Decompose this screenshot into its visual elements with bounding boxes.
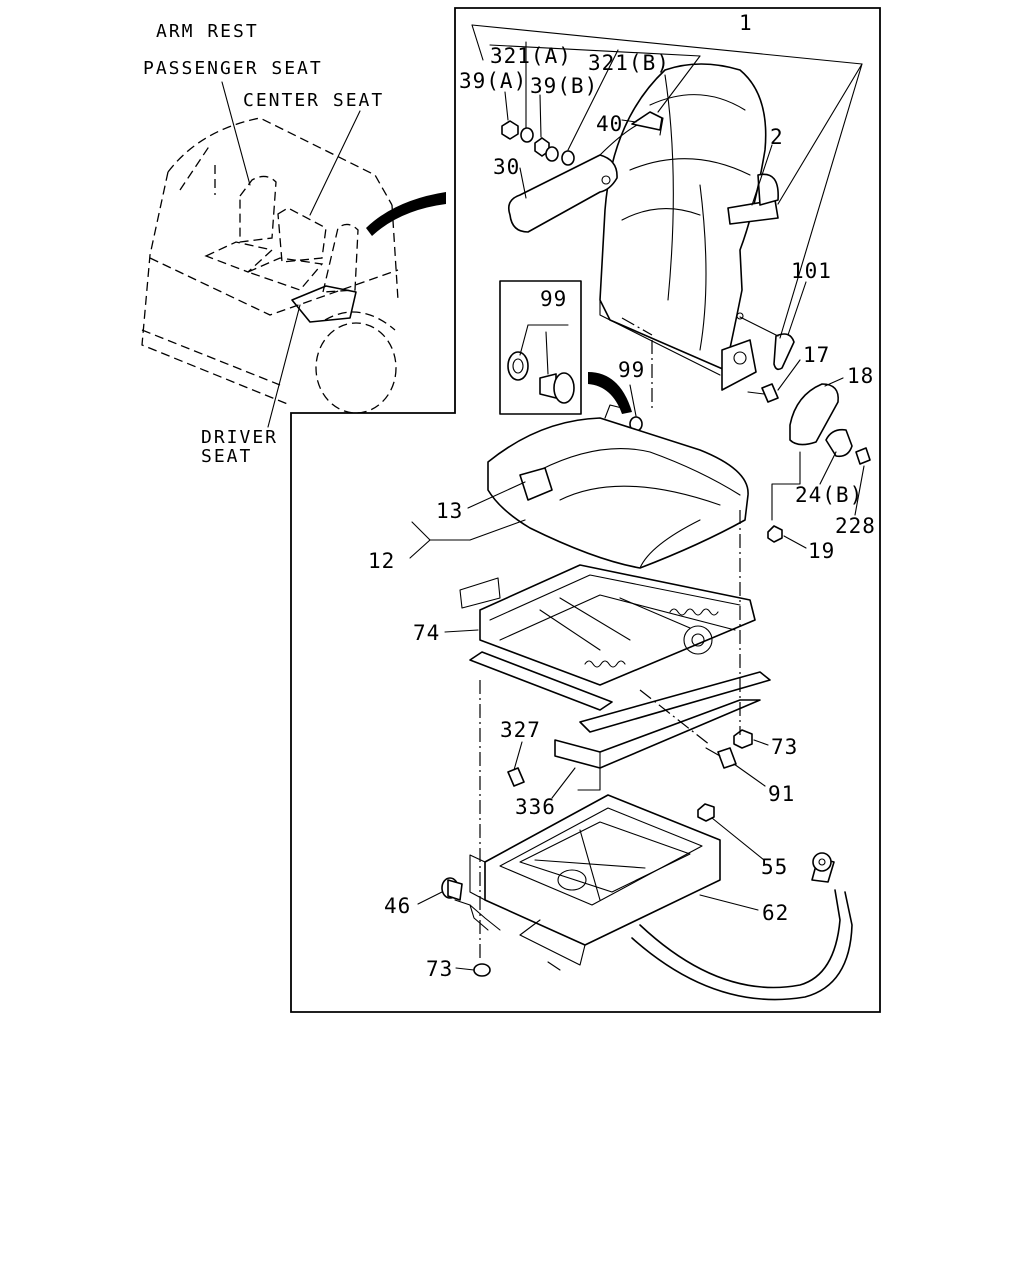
callout-228: 228	[835, 514, 876, 538]
part-19-nut	[767, 525, 783, 543]
part-24b-cap	[825, 428, 853, 458]
cab-overview-illustration	[141, 81, 446, 428]
callout-99-detail: 99	[540, 287, 567, 311]
ground-wire	[631, 852, 853, 1001]
part-2-strap	[727, 173, 779, 225]
part-13-strap	[519, 467, 553, 501]
part-228-screw	[855, 447, 871, 465]
callout-39a: 39(A)	[459, 69, 527, 93]
callout-17: 17	[803, 343, 830, 367]
diagram-frame	[290, 7, 881, 1013]
leader-lines	[409, 24, 865, 971]
fastener-stack	[501, 120, 575, 166]
callout-91: 91	[768, 782, 795, 806]
callout-327: 327	[500, 718, 541, 742]
callout-336: 336	[515, 795, 556, 819]
detail-pointer-arrow	[588, 372, 632, 414]
callout-18: 18	[847, 364, 874, 388]
callout-12: 12	[368, 549, 395, 573]
callout-46: 46	[384, 894, 411, 918]
detail-box-99	[499, 280, 582, 415]
part-99-clip-detail	[507, 324, 575, 404]
caption-driver-seat-line2: SEAT	[201, 446, 252, 467]
part-73-nut-upper	[733, 729, 753, 749]
part-101-lever	[773, 333, 795, 371]
part-18-cover	[789, 383, 839, 446]
callout-13: 13	[436, 499, 463, 523]
caption-driver-seat-line1: DRIVER	[201, 427, 278, 448]
alignment-lines	[454, 317, 741, 960]
callout-62: 62	[762, 901, 789, 925]
caption-center-seat: CENTER SEAT	[243, 90, 384, 111]
part-40-bracket	[631, 111, 663, 131]
seat-cushion	[487, 404, 749, 569]
passenger-seat-sketch	[204, 175, 277, 273]
callout-55: 55	[761, 855, 788, 879]
seat-backrest	[599, 63, 767, 391]
part-327-bolt	[507, 767, 525, 787]
callout-19: 19	[808, 539, 835, 563]
part-55-nut	[697, 803, 715, 822]
callout-321b: 321(B)	[588, 51, 670, 75]
callout-101: 101	[791, 259, 832, 283]
callout-39b: 39(B)	[530, 74, 598, 98]
pointer-arrow-to-driver-seat	[366, 192, 446, 236]
callout-73-upper: 73	[771, 735, 798, 759]
part-91-bolt	[705, 747, 737, 769]
callout-30: 30	[493, 155, 520, 179]
part-74-seat-frame	[459, 564, 771, 733]
caption-arm-rest: ARM REST	[156, 21, 259, 42]
part-73-nut-lower	[473, 963, 491, 977]
callout-73-lower: 73	[426, 957, 453, 981]
part-17-bolt	[747, 383, 779, 403]
callout-2: 2	[770, 125, 784, 149]
callout-40: 40	[596, 112, 623, 136]
callout-321a: 321(A)	[490, 44, 572, 68]
driver-seat-sketch	[291, 223, 359, 323]
callout-99: 99	[618, 358, 645, 382]
part-62-seat-base	[469, 794, 721, 971]
callout-1: 1	[739, 11, 753, 35]
center-seat-sketch	[246, 207, 327, 291]
caption-passenger-seat: PASSENGER SEAT	[143, 58, 323, 79]
part-46-clip	[441, 877, 463, 901]
callout-74: 74	[413, 621, 440, 645]
callout-24b: 24(B)	[795, 483, 863, 507]
